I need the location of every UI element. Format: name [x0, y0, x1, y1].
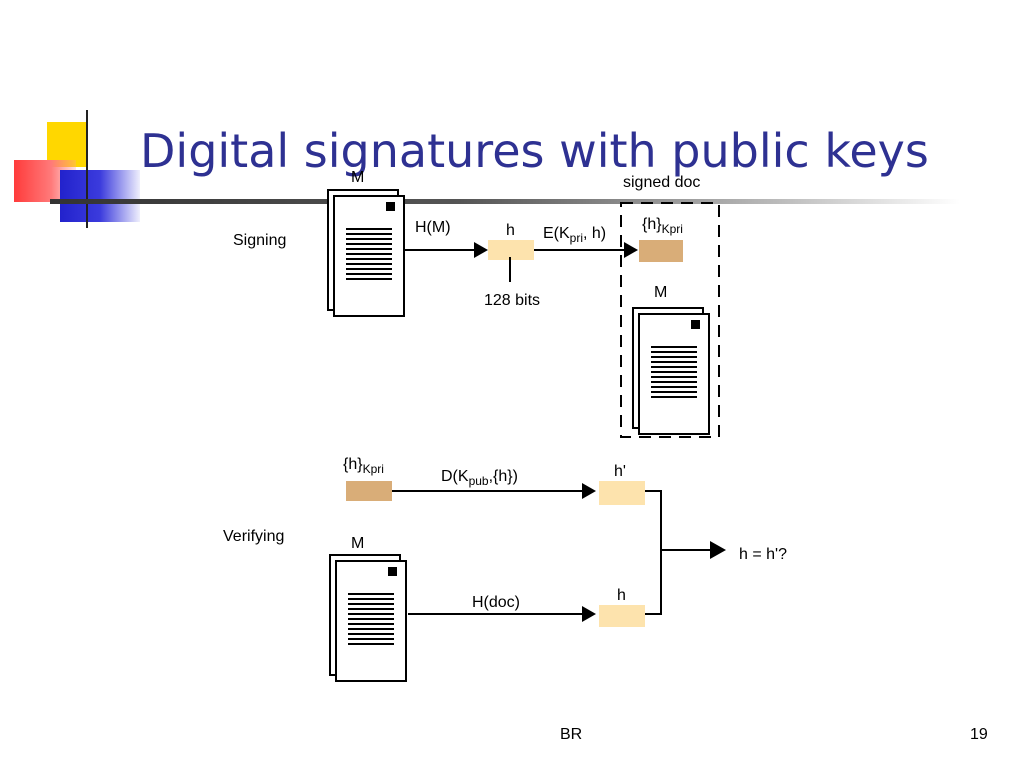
hash-function-label: H(M) — [415, 219, 451, 236]
decrypt-fn-text: D(K — [441, 468, 469, 485]
signature-box — [639, 240, 683, 262]
logo-yellow-square — [47, 122, 87, 167]
verify-doc-label: M — [351, 535, 365, 552]
verify-hash-function-label: H(doc) — [472, 594, 521, 611]
page-title: Digital signatures with public keys — [140, 124, 929, 178]
compare-bracket — [645, 490, 662, 615]
encrypt-function-label: E(Kpri, h) — [543, 225, 607, 245]
verify-signature-text: {h} — [343, 456, 363, 473]
logo-blue-square — [60, 170, 140, 222]
verify-signature-box — [346, 481, 392, 501]
encrypt-fn-subscript: pri — [569, 231, 584, 245]
decrypted-hash-label: h' — [614, 463, 626, 480]
footer-author: BR — [560, 726, 583, 743]
decrypt-fn-subscript: pub — [468, 474, 489, 488]
verifying-label: Verifying — [223, 528, 285, 545]
verify-hash-box — [599, 605, 645, 627]
decrypt-fn-tail: ,{h}) — [488, 468, 518, 485]
hash-box — [488, 240, 534, 260]
signature-subscript: Kpri — [661, 222, 683, 236]
hash-size-label: 128 bits — [484, 292, 541, 309]
compare-label: h = h'? — [739, 546, 787, 563]
decrypt-arrowhead — [582, 483, 596, 499]
compare-arrowhead — [710, 541, 726, 559]
verify-signature-subscript: Kpri — [362, 462, 384, 476]
logo-vertical-line — [86, 110, 88, 228]
document-icon — [327, 189, 405, 317]
signed-doc-box — [620, 202, 720, 438]
signing-doc-label: M — [351, 169, 365, 186]
signed-document-icon — [632, 307, 710, 435]
hash-label: h — [506, 222, 515, 239]
slide-logo — [0, 110, 160, 230]
encrypt-fn-tail: , h) — [583, 225, 607, 242]
verify-hash-arrowhead — [582, 606, 596, 622]
verify-signature-label: {h}Kpri — [343, 456, 384, 476]
decrypted-hash-box — [599, 481, 645, 505]
signature-label: {h}Kpri — [642, 216, 683, 236]
encrypt-arrowhead — [624, 242, 638, 258]
page-number: 19 — [970, 726, 988, 743]
verify-hash-label: h — [617, 587, 626, 604]
verify-document-icon — [329, 554, 407, 682]
signed-doc-label: signed doc — [623, 174, 701, 191]
title-rule — [50, 199, 960, 204]
signature-text: {h} — [642, 216, 662, 233]
signing-label: Signing — [233, 232, 287, 249]
decrypt-function-label: D(Kpub,{h}) — [441, 468, 518, 488]
signed-doc-m-label: M — [654, 284, 668, 301]
encrypt-fn-text: E(K — [543, 225, 570, 242]
hash-arrowhead — [474, 242, 488, 258]
